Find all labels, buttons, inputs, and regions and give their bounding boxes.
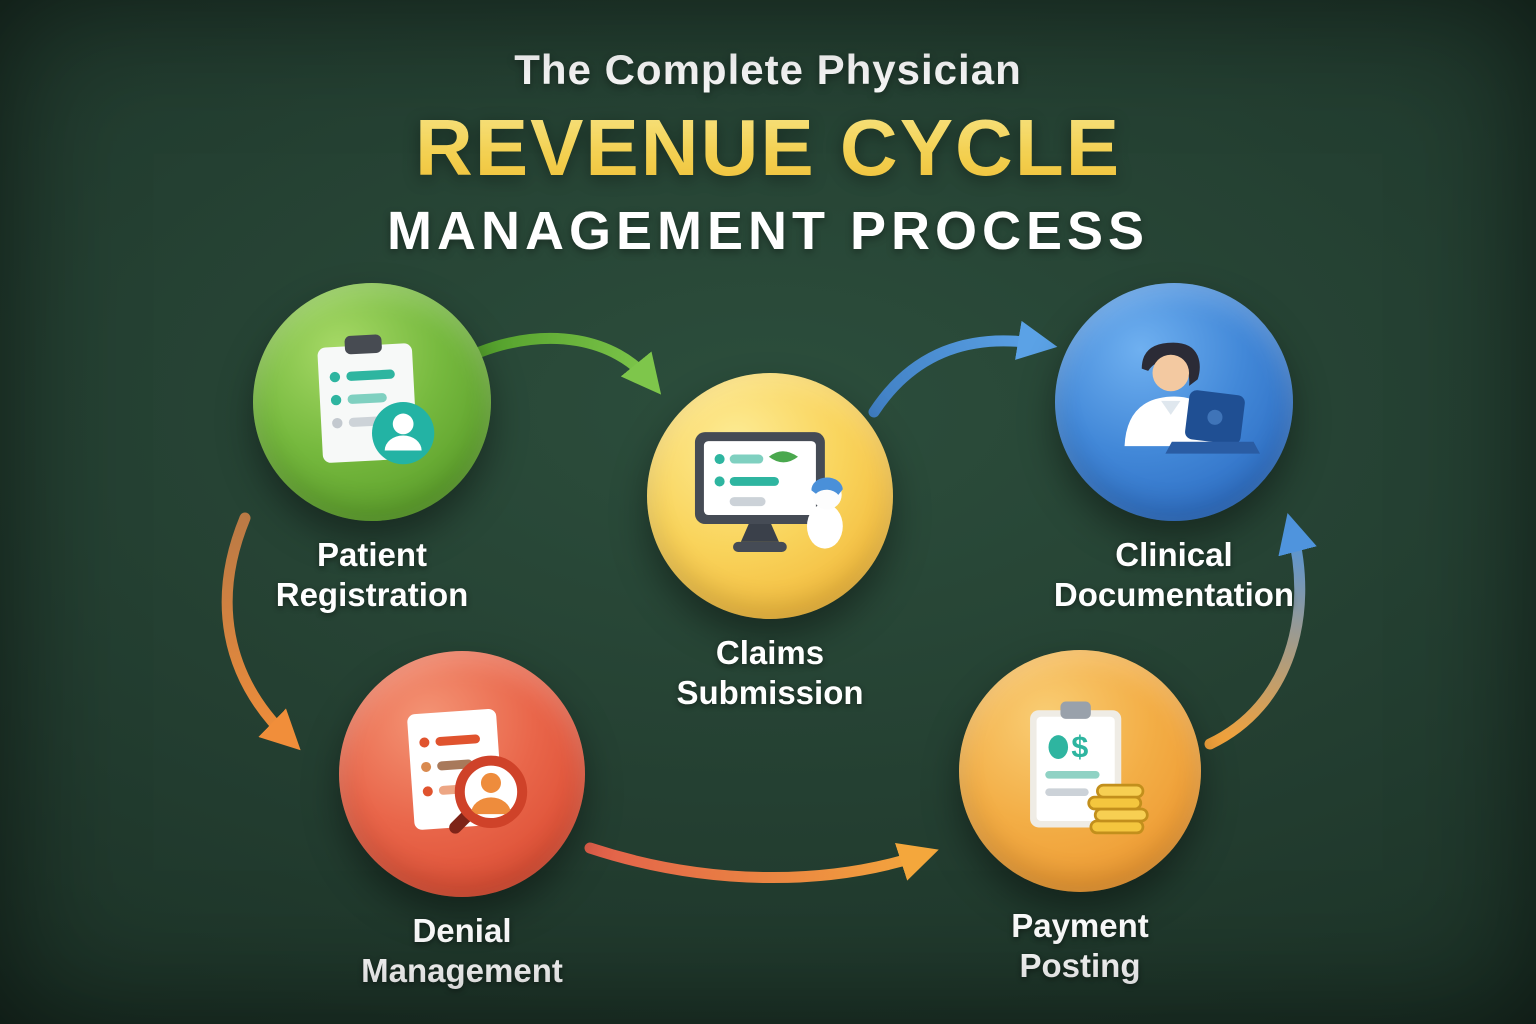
document-magnifier-icon	[384, 696, 540, 852]
label-line: Patient	[316, 536, 428, 573]
title-line-3: MANAGEMENT PROCESS	[386, 201, 1150, 261]
arrow-claims-to-clinical	[868, 320, 1058, 418]
label-line: Claims	[715, 634, 825, 671]
title-line-1: The Complete Physician	[514, 46, 1022, 93]
label-line: Registration	[275, 576, 469, 613]
clinical-documentation-label: Clinical Documentation	[1054, 535, 1294, 615]
arrow-denial-to-payment	[584, 842, 939, 884]
label-line: Posting	[1019, 947, 1141, 984]
payment-clipboard-coins-icon: $	[1004, 695, 1156, 847]
label-line: Clinical	[1115, 536, 1233, 573]
node-patient-registration: Patient Registration	[212, 283, 532, 615]
arrow-patient-to-denial	[221, 512, 301, 751]
denial-management-label: Denial Management	[361, 911, 563, 991]
payment-posting-label: Payment Posting	[1011, 906, 1149, 986]
patient-registration-circle	[253, 283, 491, 521]
title-line-2: REVENUE CYCLE	[0, 102, 1536, 194]
claims-submission-circle	[647, 373, 893, 619]
clipboard-user-icon	[297, 327, 447, 477]
label-line: Denial	[412, 912, 512, 949]
arrow-patient-to-claims	[474, 332, 662, 395]
payment-posting-circle: $	[959, 650, 1201, 892]
denial-management-circle	[339, 651, 585, 897]
claims-submission-label: Claims Submission	[676, 633, 863, 713]
clinical-documentation-circle	[1055, 283, 1293, 521]
label-line: Management	[361, 952, 563, 989]
patient-registration-label: Patient Registration	[276, 535, 469, 615]
node-denial-management: Denial Management	[298, 651, 626, 991]
node-payment-posting: $ Payment Posting	[918, 650, 1242, 986]
monitor-checklist-icon	[686, 423, 854, 569]
label-line: Submission	[676, 674, 864, 711]
arrow-payment-to-clinical	[1204, 512, 1317, 750]
title-block: The Complete Physician REVENUE CYCLE MAN…	[0, 46, 1536, 262]
dollar-sign-glyph: $	[1071, 730, 1088, 764]
doctor-laptop-icon	[1088, 332, 1260, 472]
node-claims-submission: Claims Submission	[606, 373, 934, 713]
label-line: Payment	[1011, 907, 1149, 944]
label-line: Documentation	[1053, 576, 1295, 613]
node-clinical-documentation: Clinical Documentation	[1006, 283, 1342, 615]
